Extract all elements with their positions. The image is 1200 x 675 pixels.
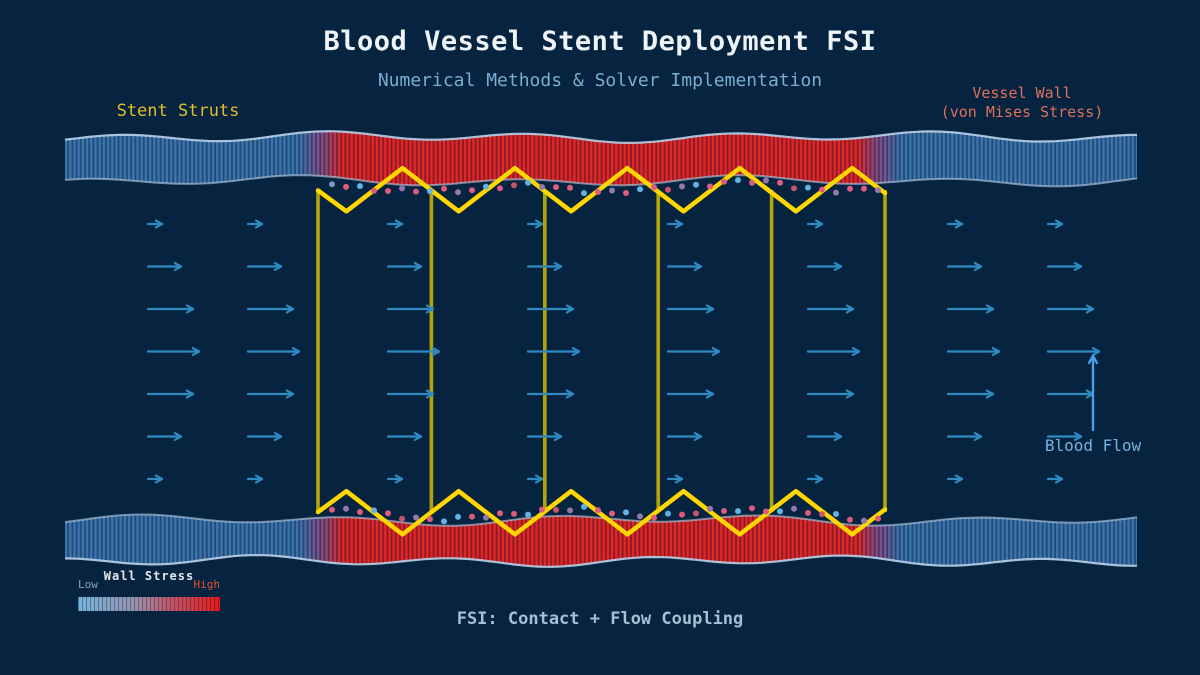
vessel-wall-label-line1: Vessel Wall <box>972 84 1072 102</box>
vessel-wall-label: Vessel Wall(von Mises Stress) <box>902 84 1142 122</box>
stress-colorbar <box>78 597 220 611</box>
legend-low-label: Low <box>78 578 98 591</box>
vessel-wall-bands <box>64 130 1138 568</box>
blood-flow-label: Blood Flow <box>1044 436 1142 455</box>
stent-struts-label: Stent Struts <box>116 101 240 121</box>
colorbar-stripes <box>78 597 220 611</box>
legend-title: Wall Stress <box>103 569 195 583</box>
flow-velocity-arrows <box>146 219 1101 484</box>
page-title: Blood Vessel Stent Deployment FSI <box>323 26 877 57</box>
blood-flow-direction-arrow <box>1087 354 1099 432</box>
contact-coupling-dots <box>329 177 881 525</box>
page-subtitle: Numerical Methods & Solver Implementatio… <box>377 70 823 91</box>
fsi-caption: FSI: Contact + Flow Coupling <box>456 609 744 629</box>
vessel-wall-label-line2: (von Mises Stress) <box>940 103 1104 121</box>
legend-high-label: High <box>193 578 221 591</box>
